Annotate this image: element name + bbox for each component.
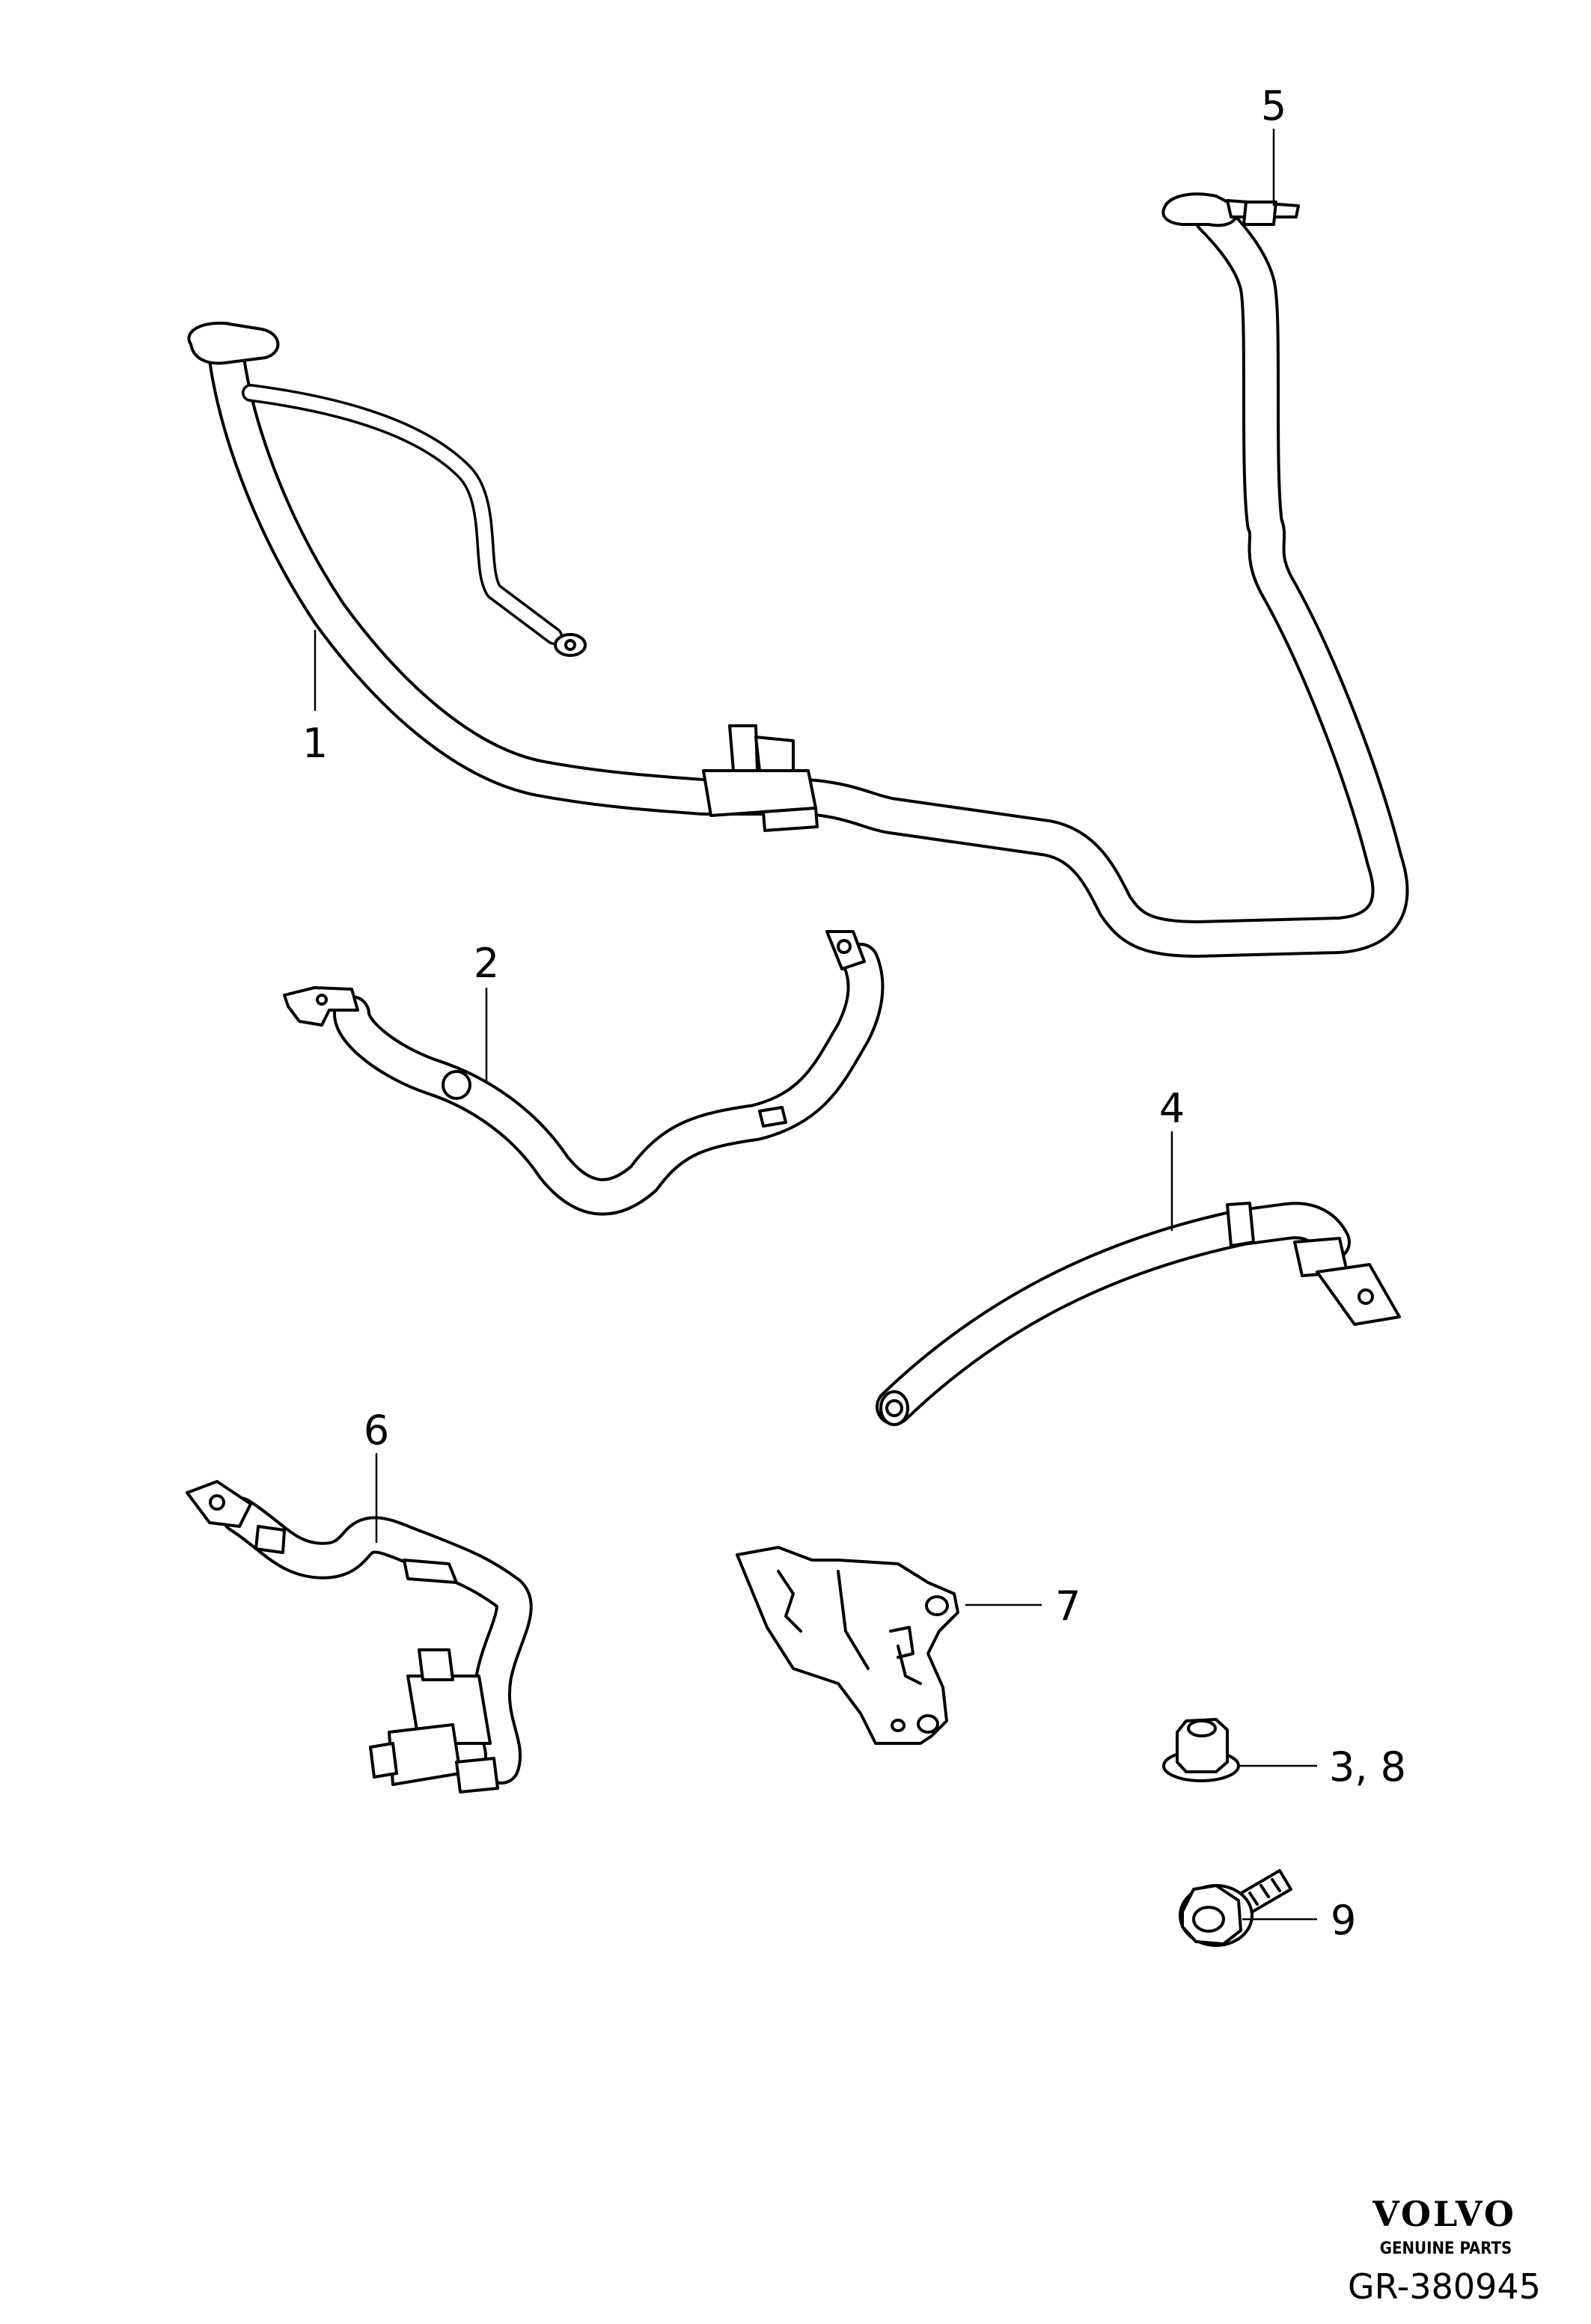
callout-6: 6 [364,1407,389,1454]
part-7-bracket[interactable]: 7 [736,1546,1081,1745]
callout-group-5: 5 [1261,82,1286,206]
callout-1: 1 [302,720,328,767]
logo-tagline: GENUINE PARTS [1380,2239,1512,2258]
callout-7: 7 [1055,1583,1081,1630]
part-3-8-nut[interactable]: 3, 8 [1162,1718,1406,1791]
part-6-cable-with-sensor[interactable]: 6 [186,1407,533,1794]
callout-3-8: 3, 8 [1329,1743,1406,1791]
callout-4: 4 [1159,1085,1185,1132]
volvo-logo: VOLVO GENUINE PARTS [1372,2194,1516,2258]
part-1-main-cable[interactable]: 1 [187,192,1409,958]
part-4-battery-cable[interactable]: 4 [876,1085,1401,1426]
diagram-reference: GR-380945 [1348,2266,1541,2307]
callout-9: 9 [1331,1897,1356,1944]
part-2-ground-cable[interactable]: 2 [283,930,885,1216]
callout-5: 5 [1261,82,1286,129]
callout-2: 2 [474,940,499,987]
logo-brand: VOLVO [1372,2194,1516,2234]
part-9-bolt[interactable]: 9 [1179,1869,1356,1947]
